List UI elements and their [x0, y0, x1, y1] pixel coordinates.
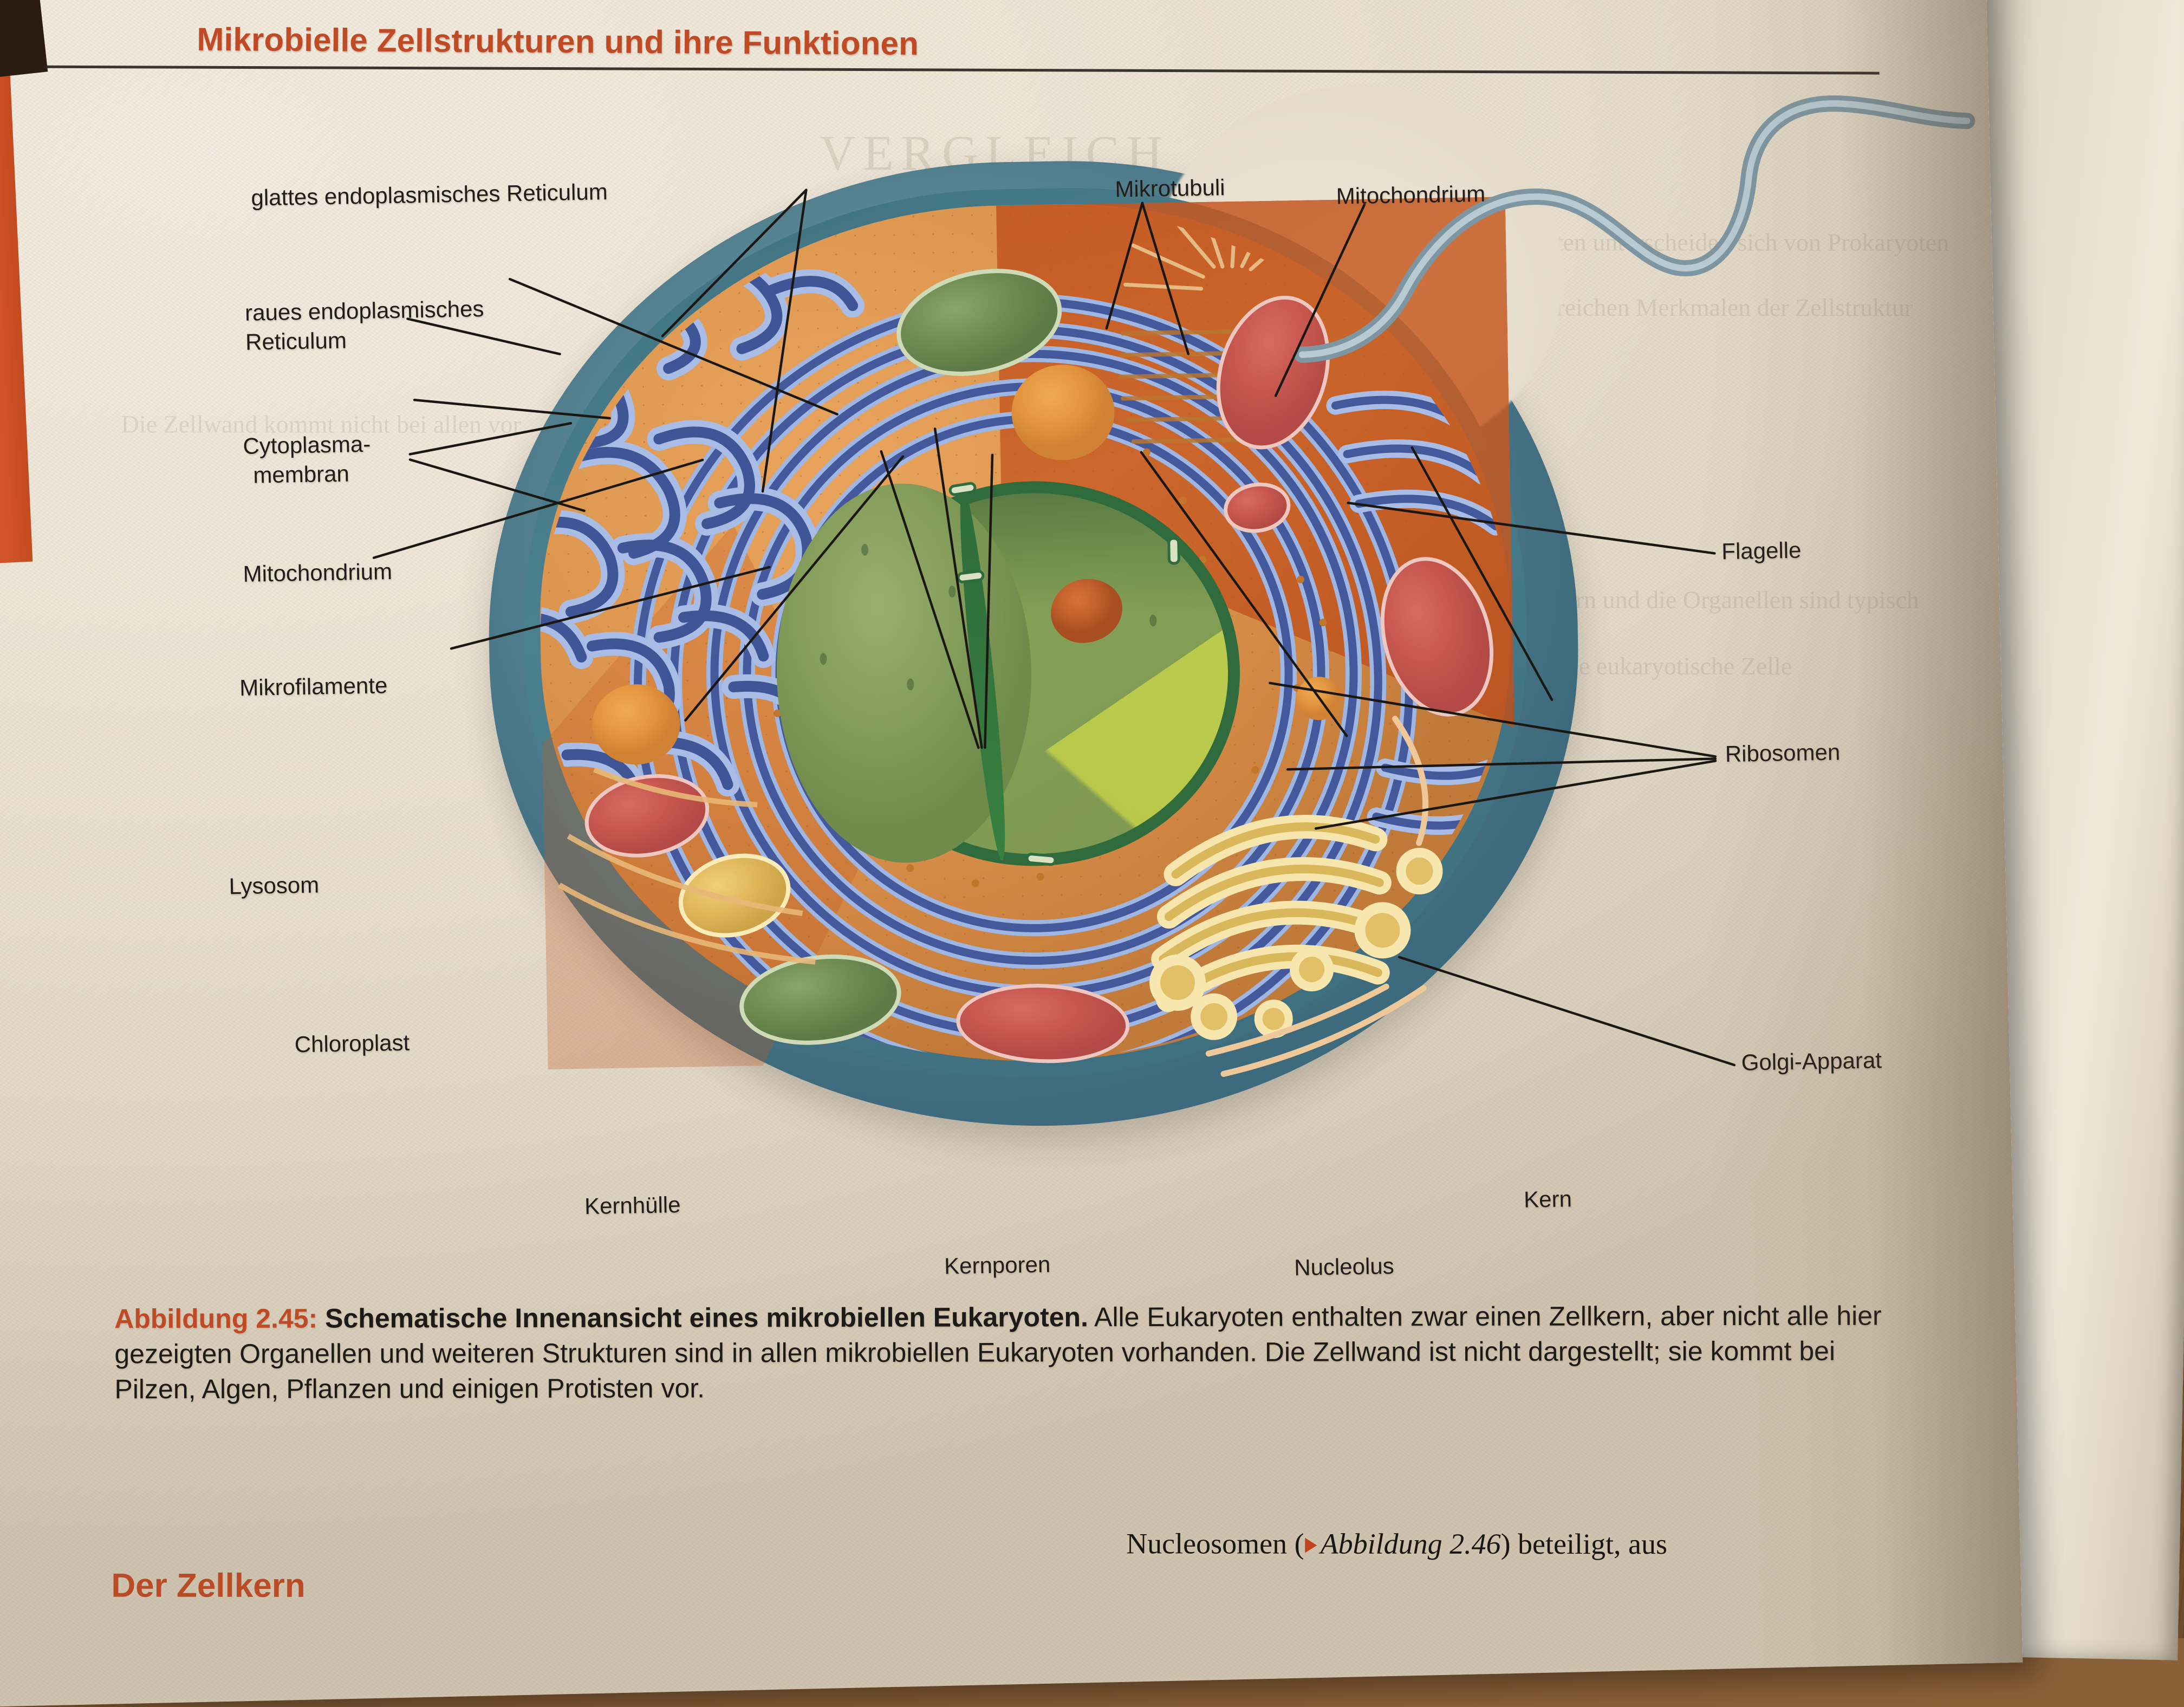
label-kern: Kern: [1523, 1186, 1572, 1212]
textbook-page: Mikrobielle Zellstrukturen und ihre Funk…: [0, 0, 2023, 1707]
label-lysosom: Lysosom: [229, 872, 320, 899]
label-kernhuelle: Kernhülle: [584, 1191, 681, 1219]
body-text-prefix: Nucleosomen (: [1126, 1527, 1304, 1560]
label-flagelle: Flagelle: [1721, 537, 1802, 564]
page-edge-shadow: [0, 0, 48, 79]
label-mitochondrium-top: Mitochondrium: [1336, 180, 1486, 209]
flagellum: [1294, 95, 1975, 363]
body-text-suffix: ) beteiligt, aus: [1500, 1527, 1668, 1561]
label-raues-er-line1: raues endoplasmisches: [244, 296, 484, 326]
nuclear-pores: [948, 482, 1180, 866]
label-mitochondrium-left: Mitochondrium: [243, 559, 393, 587]
label-ribosomen: Ribosomen: [1725, 739, 1841, 767]
label-raues-er-line2: Reticulum: [245, 327, 347, 355]
eukaryote-cell-illustration: [420, 82, 1975, 1179]
label-kernporen: Kernporen: [944, 1251, 1051, 1279]
figure-caption: Abbildung 2.45: Schematische Innenansich…: [114, 1299, 1896, 1407]
label-cytoplasmamembran-2: membran: [253, 460, 350, 488]
label-cytoplasmamembran-1: Cytoplasma-: [243, 431, 371, 459]
figure-2-45: glattes endoplasmisches Reticulum raues …: [0, 58, 2011, 1301]
label-chloroplast: Chloroplast: [294, 1029, 410, 1057]
label-mikrofilamente: Mikrofilamente: [239, 672, 388, 701]
label-mikrotubuli: Mikrotubuli: [1115, 174, 1225, 202]
running-head: Mikrobielle Zellstrukturen und ihre Funk…: [197, 21, 919, 62]
microfilaments: [558, 767, 816, 965]
caption-number: Abbildung 2.45:: [114, 1303, 318, 1334]
body-text-bottom: Nucleosomen ( Abbildung 2.46) beteiligt, …: [1126, 1527, 1667, 1561]
leader-lines: [372, 189, 1736, 1067]
golgi-apparatus: [1149, 716, 1443, 1077]
cross-reference-triangle-icon: [1305, 1537, 1317, 1553]
section-heading-der-zellkern: Der Zellkern: [111, 1567, 306, 1605]
caption-title: Schematische Innenansicht eines mikrobie…: [325, 1302, 1088, 1334]
body-text-crossref: Abbildung 2.46: [1320, 1527, 1501, 1560]
label-golgi-apparat: Golgi-Apparat: [1741, 1047, 1882, 1075]
label-nucleolus: Nucleolus: [1294, 1252, 1395, 1281]
